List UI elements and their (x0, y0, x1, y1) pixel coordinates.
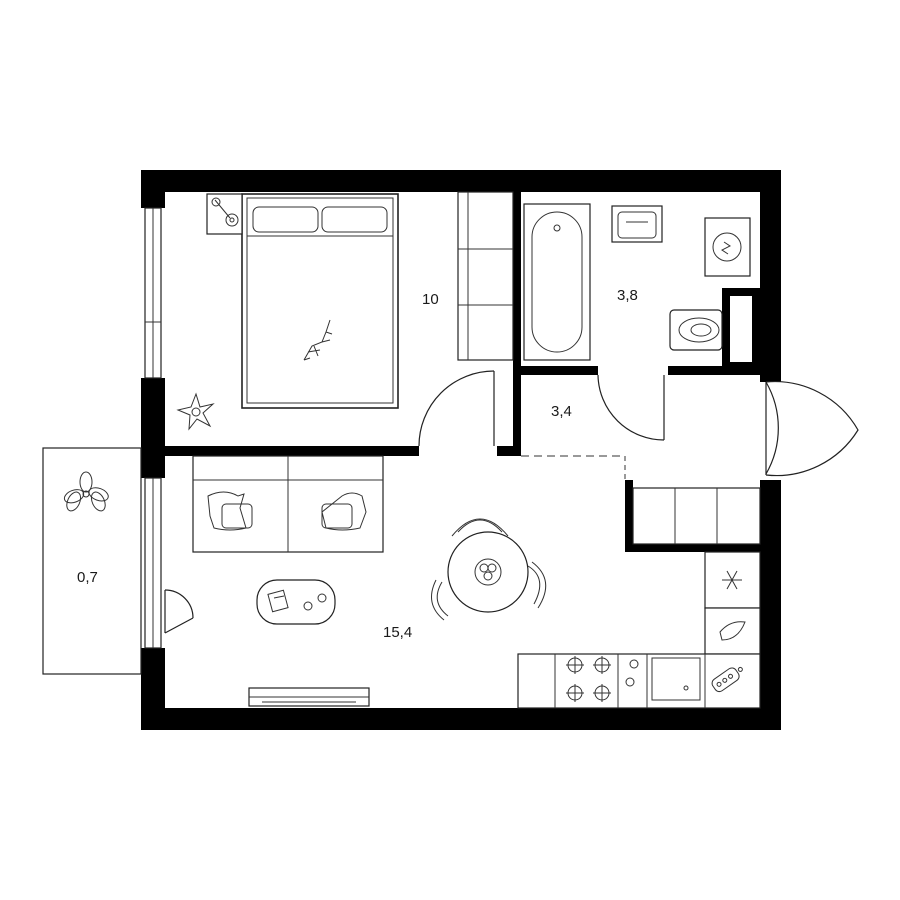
wall-bedroom-living-right (497, 446, 521, 456)
balcony-door-swing (164, 589, 194, 619)
counter-base (517, 653, 761, 709)
wall-bath-bottom-right (668, 366, 766, 375)
coffee-table (256, 579, 336, 625)
entrance-door-swing (765, 381, 779, 475)
kitchen-sink (651, 657, 701, 701)
wall-bath-bottom-left (513, 366, 598, 375)
balcony-outline (42, 447, 142, 675)
hallway: 3,4 (521, 381, 859, 480)
room-area-hallway: 3,4 (551, 403, 572, 420)
dining-table (431, 518, 547, 621)
room-area-bathroom: 3,8 (617, 287, 638, 304)
wall-bottom (141, 708, 781, 730)
living-kitchen: 15,4 (192, 455, 761, 709)
sink (611, 205, 663, 243)
wall-niche-left (625, 480, 633, 552)
bathroom-door-swing (597, 374, 665, 441)
balcony (42, 447, 194, 675)
shaft-inner (730, 296, 752, 362)
bathroom: 3,8 (523, 203, 751, 441)
wall-left-top (141, 170, 165, 208)
wall-niche-bottom (625, 544, 766, 552)
wall-bedroom-living (141, 446, 419, 456)
walls (141, 170, 781, 730)
room-area-bedroom: 10 (422, 291, 439, 308)
bedroom: 10 (176, 191, 514, 447)
wall-top (141, 170, 781, 192)
bedroom-door-swing (418, 370, 495, 447)
stove (566, 656, 611, 702)
wardrobe (457, 191, 514, 361)
room-area-balcony: 0,7 (77, 569, 98, 586)
wall-left-mid (141, 378, 165, 478)
sofa (192, 455, 384, 553)
nightstand (206, 193, 243, 235)
cutting-board (711, 666, 743, 693)
wall-bedroom-bath (513, 192, 521, 456)
bathtub (523, 203, 591, 361)
wall-right-bottom (760, 480, 781, 730)
snowflake-icon (722, 570, 742, 590)
kitchen-counter (517, 551, 761, 709)
cabinet-tall (704, 607, 761, 655)
plant-icon (63, 471, 109, 512)
cat-icon (303, 319, 333, 361)
room-area-living-kitchen: 15,4 (383, 624, 412, 641)
bed (241, 193, 399, 409)
drop-icon (719, 621, 746, 641)
windows (144, 207, 370, 707)
toilet (669, 309, 723, 351)
plant-icon (176, 392, 215, 431)
niche-cabinet (632, 487, 761, 545)
lamp-icon (211, 197, 239, 227)
